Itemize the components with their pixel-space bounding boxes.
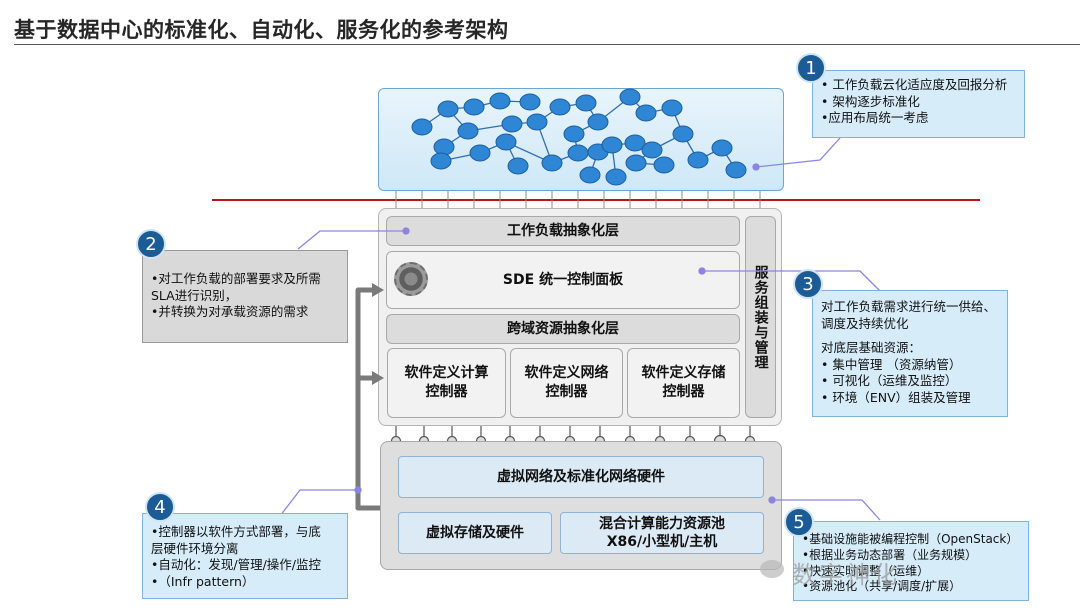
service-orchestration: 服务组装与管理 xyxy=(745,216,776,418)
note-1-line: • 架构逐步标准化 xyxy=(821,93,920,109)
title-divider xyxy=(14,44,1080,45)
virtual-network-layer: 虚拟网络及标准化网络硬件 xyxy=(398,456,764,498)
badge-5: 5 xyxy=(784,507,814,537)
badge-4: 4 xyxy=(145,492,175,522)
virtual-storage-layer: 虚拟存储及硬件 xyxy=(398,512,552,554)
note-3-line: 对底层基础资源： xyxy=(821,340,922,355)
sde-control-panel-label: SDE 统一控制面板 xyxy=(502,271,624,288)
note-5-line: •基础设施能被编程控制（OpenStack） xyxy=(802,532,1019,546)
page-title: 基于数据中心的标准化、自动化、服务化的参考架构 xyxy=(14,18,509,42)
storage-controller: 软件定义存储控制器 xyxy=(627,348,740,418)
note-5-line: •快速实时调整（运维） xyxy=(802,563,930,578)
mixed-compute-pool: 混合计算能力资源池 X86/小型机/主机 xyxy=(560,512,764,554)
note-4: •控制器以软件方式部署，与底 层硬件环境分离 •自动化：发现/管理/操作/监控 … xyxy=(142,513,348,599)
note-4-line: •自动化：发现/管理/操作/监控 xyxy=(151,557,322,572)
note-3-line: 调度及持续优化 xyxy=(821,315,909,331)
note-1: • 工作负载云化适应度及回报分析 • 架构逐步标准化 •应用布局统一考虑 xyxy=(812,70,1025,138)
note-1-line: • 工作负载云化适应度及回报分析 xyxy=(821,77,1008,92)
note-5: •基础设施能被编程控制（OpenStack） •根据业务动态部署（业务规模） •… xyxy=(793,521,1029,601)
note-2-line: SLA进行识别， xyxy=(151,287,238,303)
note-5-line: •资源池化（共享/调度/扩展） xyxy=(802,579,962,594)
compute-controller: 软件定义计算控制器 xyxy=(387,348,506,418)
note-4-line: •（Infr pattern） xyxy=(151,573,255,589)
note-3-line: • 环境（ENV）组装及管理 xyxy=(821,389,971,405)
boundary-line xyxy=(212,199,980,201)
note-4-line: •控制器以软件方式部署，与底 xyxy=(151,524,321,539)
note-2: •对工作负载的部署要求及所需 SLA进行识别， •并转换为对承载资源的需求 xyxy=(142,250,348,343)
note-4-line: 层硬件环境分离 xyxy=(151,540,239,556)
cross-domain-abstraction-layer: 跨域资源抽象化层 xyxy=(386,314,740,344)
gear-icon xyxy=(394,262,428,296)
note-2-line: •对工作负载的部署要求及所需 xyxy=(151,271,321,286)
watermark: 数字神化 xyxy=(792,561,900,589)
workload-abstraction-layer: 工作负载抽象化层 xyxy=(386,216,740,246)
wechat-icon xyxy=(760,560,784,578)
note-3-line: 对工作负载需求进行统一供给、 xyxy=(821,299,997,314)
note-1-line: •应用布局统一考虑 xyxy=(821,110,929,125)
badge-3: 3 xyxy=(793,269,823,299)
note-3-line: • 可视化（运维及监控） xyxy=(821,373,958,388)
mixed-compute-pool-line2: X86/小型机/主机 xyxy=(606,534,718,550)
note-2-line: •并转换为对承载资源的需求 xyxy=(151,304,309,319)
note-5-line: •根据业务动态部署（业务规模） xyxy=(802,547,978,562)
note-3-line: • 集中管理 （资源纳管） xyxy=(821,356,962,372)
badge-2: 2 xyxy=(136,229,166,259)
mixed-compute-pool-line1: 混合计算能力资源池 xyxy=(599,515,725,532)
badge-1: 1 xyxy=(796,53,826,83)
note-3: 对工作负载需求进行统一供给、 调度及持续优化 对底层基础资源： • 集中管理 （… xyxy=(812,290,1008,417)
note-3-spacer xyxy=(821,332,999,340)
sde-control-panel: SDE 统一控制面板 xyxy=(386,251,740,309)
network-controller: 软件定义网络控制器 xyxy=(510,348,623,418)
